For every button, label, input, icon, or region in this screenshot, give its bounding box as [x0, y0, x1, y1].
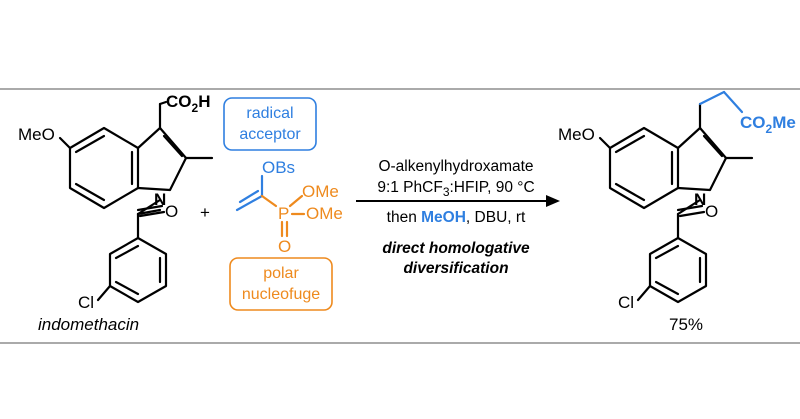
condition-reagent: O-alkenylhydroxamate — [378, 158, 533, 175]
reactant-name: indomethacin — [38, 315, 139, 334]
reagent-oxygen: O — [278, 237, 291, 256]
reagent-ome-2: OMe — [306, 204, 343, 223]
product-structure — [598, 90, 754, 304]
reactant-carbonyl-o: O — [165, 202, 178, 221]
reagent-obs: OBs — [262, 158, 295, 177]
product-methoxy: MeO — [558, 125, 595, 144]
reactant-chlorine: Cl — [78, 293, 94, 312]
reactant-nitrogen: N — [154, 190, 166, 209]
reactant-co2h: CO2H — [166, 92, 210, 115]
product-yield: 75% — [669, 315, 703, 334]
reagent-ome-1: OMe — [302, 182, 339, 201]
radical-acceptor-line1: radical — [246, 105, 293, 122]
polar-nucleofuge-line1: polar — [263, 265, 299, 282]
condition-caption-line1: direct homologative — [382, 240, 530, 257]
radical-acceptor-tag — [223, 97, 317, 151]
condition-solvent: 9:1 PhCF3:HFIP, 90 °C — [377, 179, 534, 199]
condition-caption-line2: diversification — [403, 260, 508, 277]
plus-sign: + — [200, 203, 210, 222]
polar-nucleofuge-tag — [229, 257, 333, 311]
reactant-structure — [58, 100, 214, 304]
reactant-methoxy: MeO — [18, 125, 55, 144]
condition-second-step: then MeOH, DBU, rt — [387, 209, 526, 226]
product-carbonyl-o: O — [705, 202, 718, 221]
reagent-structure — [235, 174, 306, 238]
product-ester: CO2Me — [740, 113, 796, 136]
product-chlorine: Cl — [618, 293, 634, 312]
radical-acceptor-line2: acceptor — [239, 126, 301, 143]
reagent-phosphorus: P — [278, 204, 289, 223]
polar-nucleofuge-line2: nucleofuge — [242, 286, 320, 303]
product-nitrogen: N — [694, 190, 706, 209]
reaction-arrow-head — [546, 195, 560, 207]
